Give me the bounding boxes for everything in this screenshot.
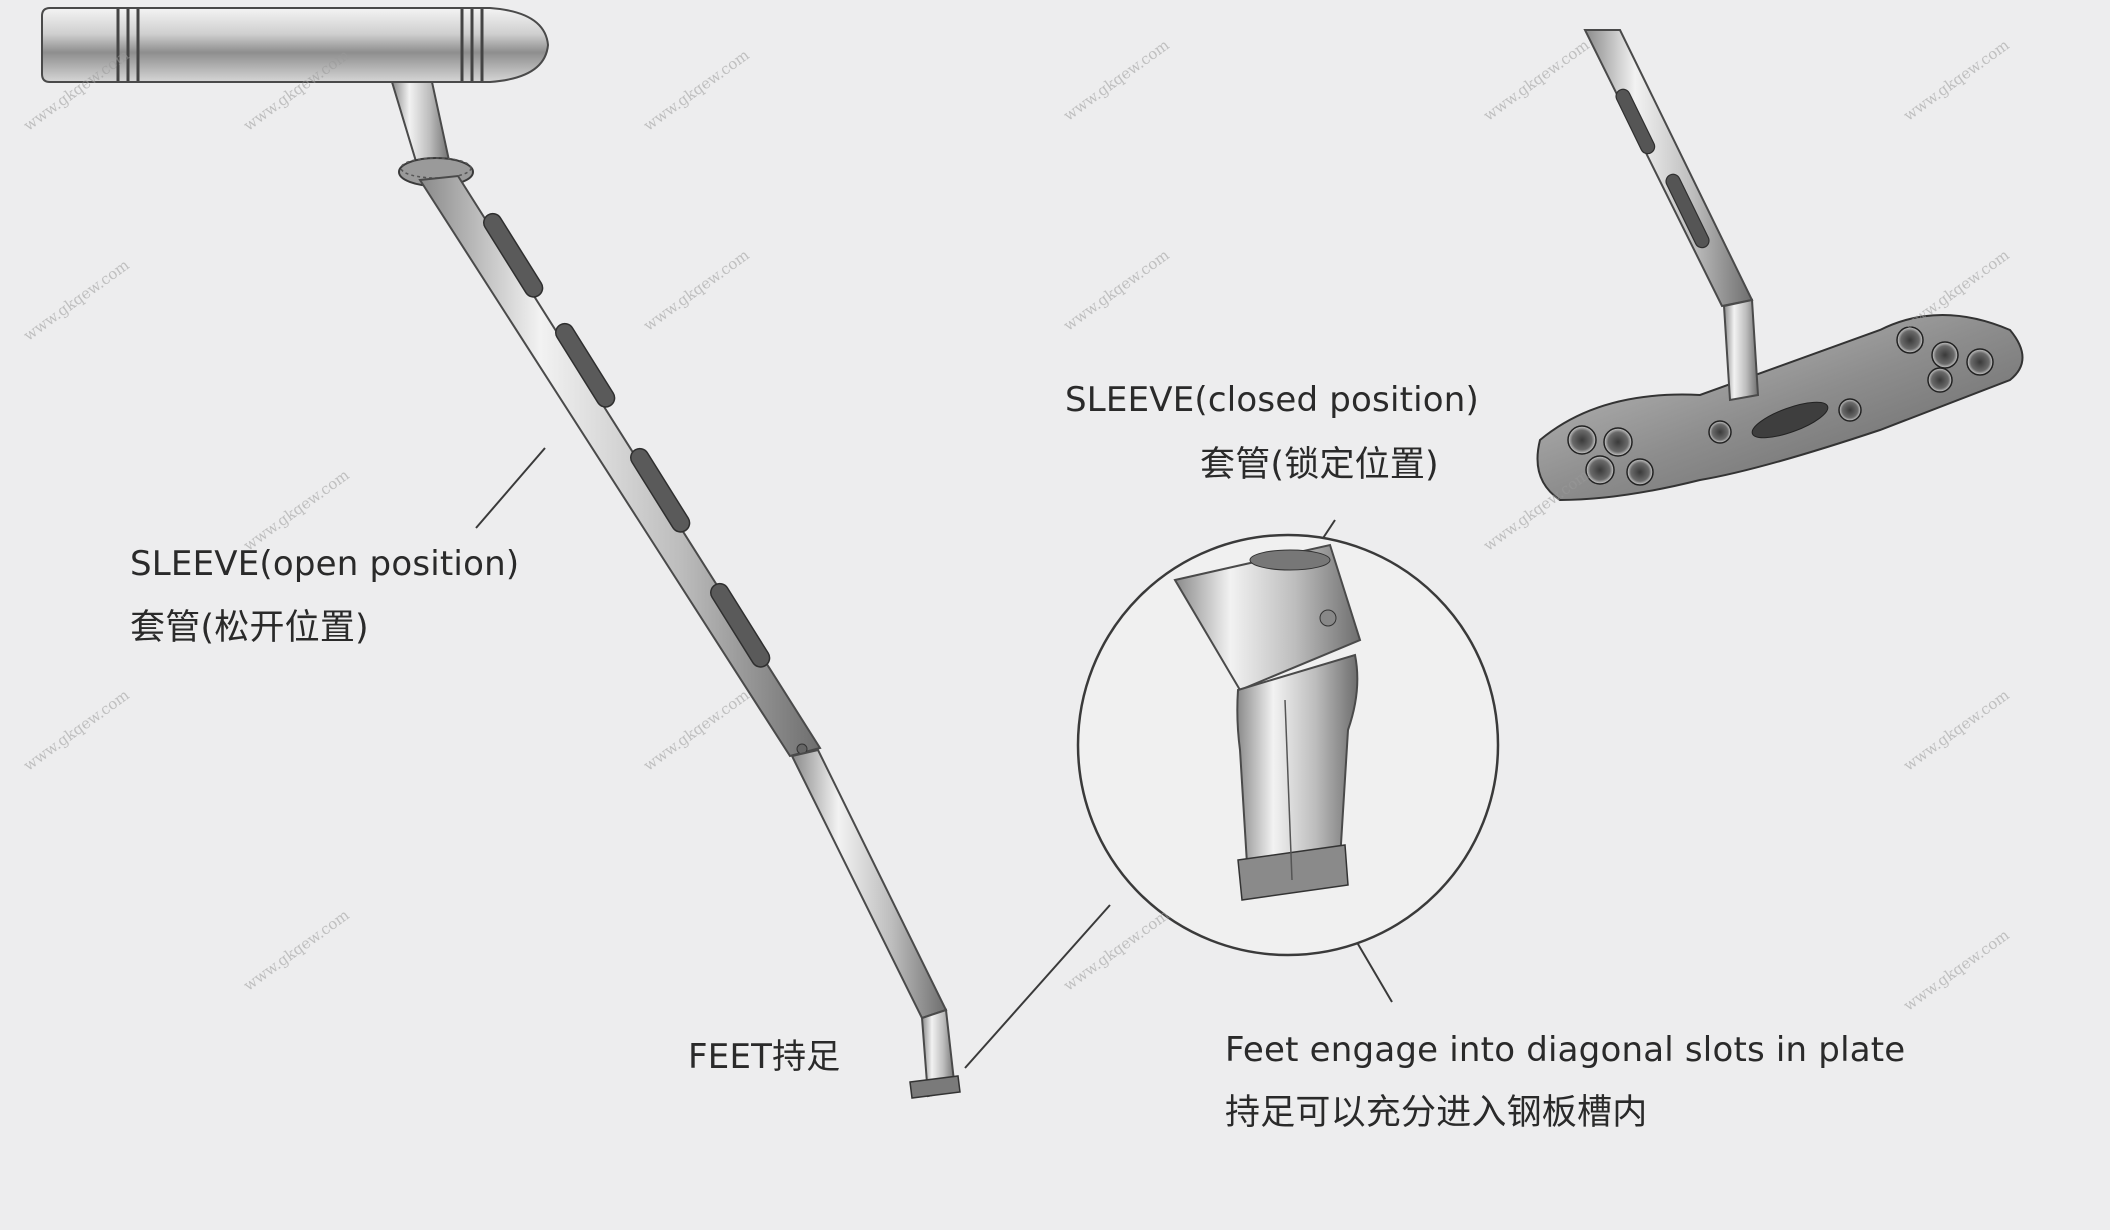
inner-rod [790, 748, 948, 1020]
plate-with-instrument [1536, 29, 2024, 502]
neck-shaft [390, 81, 452, 170]
label-sleeve-open-cn: 套管(松开位置) [130, 608, 369, 648]
magnified-detail [1076, 533, 1500, 957]
label-sleeve-closed-en: SLEEVE(closed position) [1065, 380, 1479, 420]
feet-tip [909, 1008, 961, 1099]
label-sleeve-closed-cn: 套管(锁定位置) [1200, 445, 1439, 485]
label-feet: FEET持足 [688, 1037, 841, 1077]
label-feet-engage-cn: 持足可以充分进入钢板槽内 [1225, 1093, 1648, 1133]
label-feet-engage-en: Feet engage into diagonal slots in plate [1225, 1030, 1906, 1070]
sleeve-open [418, 174, 822, 758]
label-sleeve-open-en: SLEEVE(open position) [130, 544, 520, 584]
handle [41, 7, 550, 83]
